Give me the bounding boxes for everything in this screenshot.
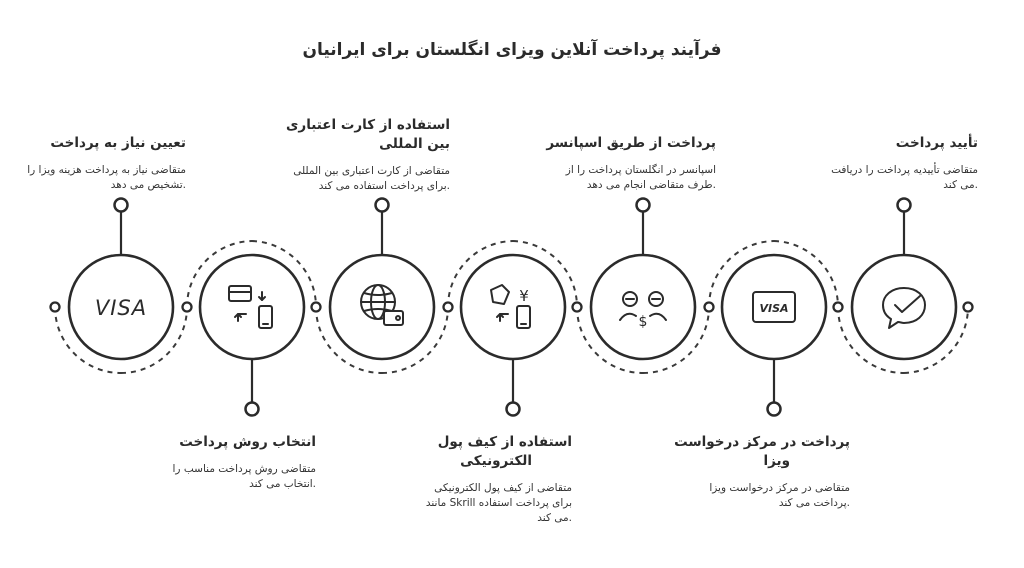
chat-check-icon: [882, 287, 926, 329]
arc-5-left: [576, 306, 644, 374]
visa-card-icon: [752, 291, 796, 323]
step-3-heading: استفاده از کارت اعتباری بین المللی: [286, 117, 450, 152]
junction-dot-6: [832, 301, 844, 313]
pin-dot-5: [635, 197, 651, 213]
pin-dots: [113, 197, 912, 417]
step-4-description: متقاضی از کیف پول الکترونیکی برای پرداخت…: [425, 482, 572, 524]
step-7-circle: [850, 253, 958, 361]
visa-text-icon: VISA: [95, 296, 147, 320]
step-2-circle: [198, 253, 306, 361]
card-phone-exchange-icon: [228, 285, 273, 329]
arc-5-right: [642, 306, 710, 374]
junction-dot-1: [181, 301, 193, 313]
pin-dot-6: [766, 401, 782, 417]
step-7-label: تأیید پرداخت متقاضی تأییدیه پرداخت را در…: [808, 134, 978, 193]
step-circles: [67, 253, 958, 361]
step-1-circle: [67, 253, 175, 361]
step-2-label: انتخاب روش پرداخت متقاضی روش پرداخت مناس…: [146, 433, 316, 492]
globe-wallet-icon: [360, 284, 404, 326]
arc-1-left: [54, 306, 122, 374]
arc-2-left: [186, 240, 253, 308]
arc-1-right: [120, 306, 188, 374]
step-3-circle: [328, 253, 436, 361]
step-5-circle: [589, 253, 697, 361]
junction-dot-5: [703, 301, 715, 313]
arc-4-right: [512, 240, 578, 308]
step-1-heading: تعیین نیاز به پرداخت: [50, 135, 186, 151]
step-5-heading: پرداخت از طریق اسپانسر: [546, 135, 716, 151]
step-4-circle: [459, 253, 567, 361]
step-6-description: متقاضی در مرکز درخواست ویزا .پرداخت می ک…: [709, 482, 850, 509]
pin-dot-4: [505, 401, 521, 417]
diagram-title: فرآیند پرداخت آنلاین ویزای انگلستان برای…: [302, 40, 722, 60]
crypto-phone-exchange-icon: [490, 284, 531, 329]
step-3-label: استفاده از کارت اعتباری بین المللی متقاض…: [250, 116, 450, 194]
yen-symbol-icon: ¥: [519, 287, 529, 305]
step-6-label: پرداخت در مرکز درخواست ویزا متقاضی در مر…: [660, 433, 850, 511]
junction-dots: [49, 301, 974, 313]
pin-dot-7: [896, 197, 912, 213]
step-4-heading: استفاده از کیف پول الکترونیکی: [437, 434, 572, 469]
sponsor-money-icon: [619, 291, 667, 321]
step-7-heading: تأیید پرداخت: [895, 135, 978, 151]
junction-dot-3: [442, 301, 454, 313]
junction-dot-7: [962, 301, 974, 313]
step-6-circle: [720, 253, 828, 361]
step-5-label: پرداخت از طریق اسپانسر اسپانسر در انگلست…: [546, 134, 716, 193]
pin-dot-3: [374, 197, 390, 213]
pin-dot-1: [113, 197, 129, 213]
step-5-description: اسپانسر در انگلستان پرداخت را از .طرف مت…: [565, 164, 716, 191]
pin-connectors: [119, 211, 906, 402]
step-4-label: استفاده از کیف پول الکترونیکی متقاضی از …: [382, 433, 572, 526]
step-3-description: متقاضی از کارت اعتباری بین المللی .برای …: [293, 165, 450, 192]
arc-2-right: [251, 240, 317, 308]
arc-7-right: [903, 306, 969, 374]
step-1-label: تعیین نیاز به پرداخت متقاضی نیاز به پردا…: [16, 134, 186, 193]
step-1-description: متقاضی نیاز به پرداخت هزینه ویزا را .تشخ…: [27, 164, 186, 191]
arc-6-right: [773, 240, 839, 308]
junction-dot-2: [310, 301, 322, 313]
arc-3-right: [381, 306, 449, 374]
visa-card-text: VISA: [759, 302, 788, 315]
junction-dot-0: [49, 301, 61, 313]
arc-4-left: [447, 240, 514, 308]
dashed-connector-arcs: [54, 240, 969, 374]
step-2-heading: انتخاب روش پرداخت: [179, 434, 316, 450]
dollar-symbol-icon: $: [639, 314, 648, 330]
step-7-description: متقاضی تأییدیه پرداخت را دریافت .می کند: [831, 164, 978, 191]
arc-7-left: [837, 306, 905, 374]
pin-dot-2: [244, 401, 260, 417]
step-2-description: متقاضی روش پرداخت مناسب را .انتخاب می کن…: [172, 463, 316, 490]
arc-3-left: [315, 306, 383, 374]
junction-dot-4: [571, 301, 583, 313]
arc-6-left: [708, 240, 775, 308]
step-6-heading: پرداخت در مرکز درخواست ویزا: [674, 434, 850, 469]
